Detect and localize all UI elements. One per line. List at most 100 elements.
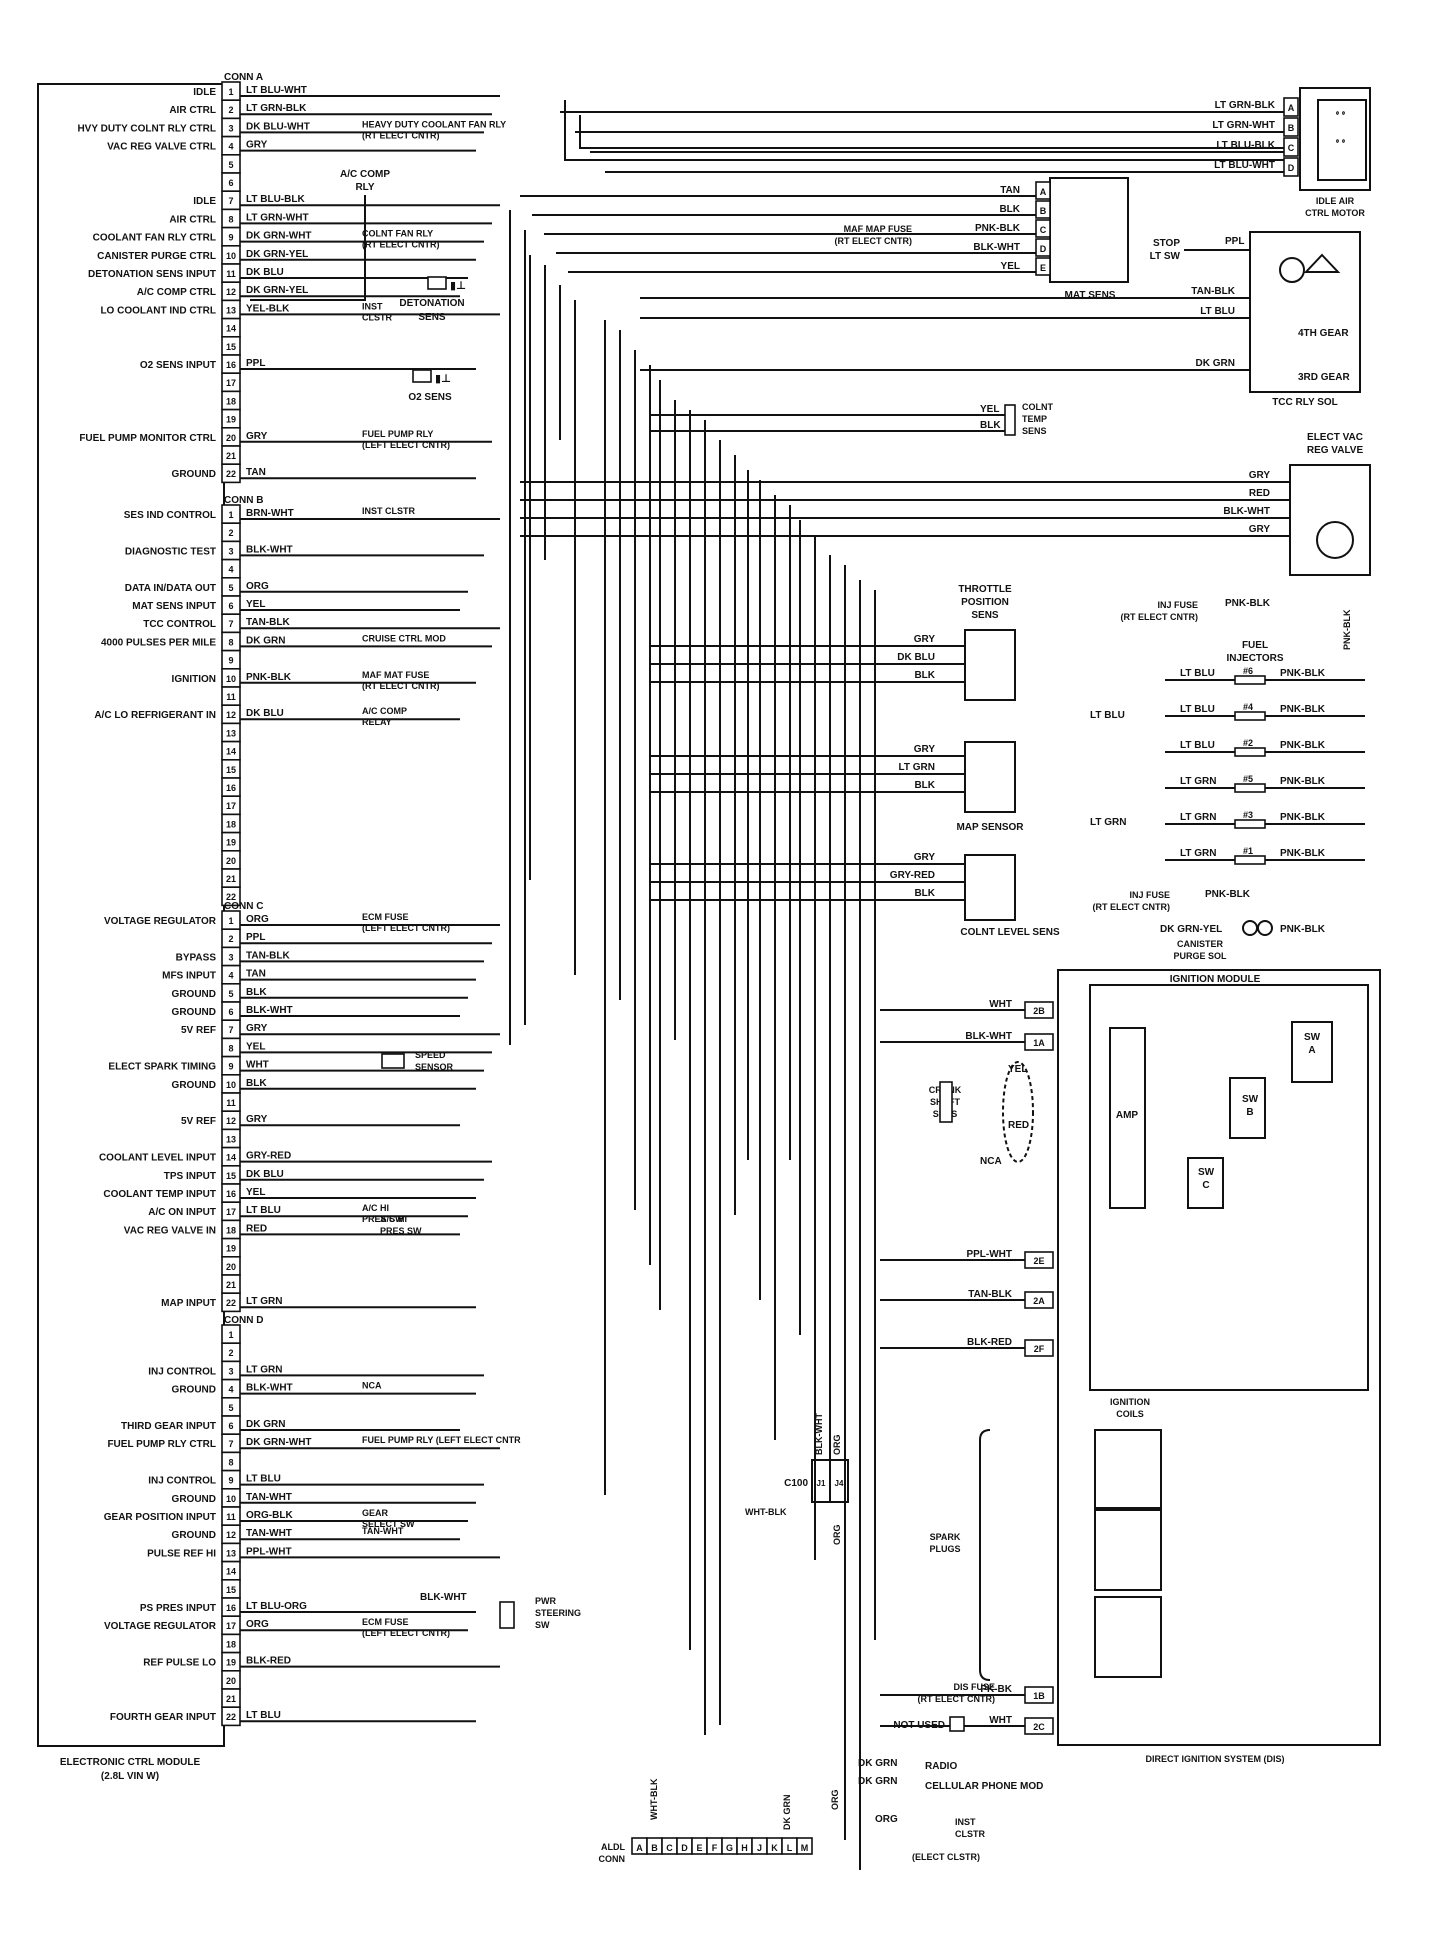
ecm-wire-color: PNK-BLK	[246, 672, 292, 683]
aldl-pin-letter: C	[666, 1843, 673, 1853]
ecm-pin-function: HVY DUTY COLNT RLY CTRL	[77, 123, 216, 134]
svg-text:POSITION: POSITION	[961, 597, 1009, 608]
ecm-wire-color: TAN-WHT	[246, 1492, 292, 1503]
svg-text:LT SW: LT SW	[1150, 251, 1181, 262]
aldl-pin	[796, 1837, 813, 1855]
ecm-wire-color: DK BLU-WHT	[246, 121, 310, 132]
ecm-pin-number: 2	[228, 105, 233, 115]
svg-text:INJ FUSE: INJ FUSE	[1129, 890, 1170, 900]
iac-wire: LT GRN-WHT	[1212, 120, 1275, 131]
o2-sens: ▮⊥ O2 SENS	[408, 369, 452, 403]
ecm-pin-function: TPS INPUT	[164, 1171, 216, 1182]
svg-text:PLUGS: PLUGS	[929, 1544, 960, 1554]
ecm-pin-number: 4	[228, 565, 233, 575]
svg-text:RADIO: RADIO	[925, 1761, 957, 1772]
ecm-pin-number: 14	[226, 1153, 236, 1163]
ecm-pin-function: TCC CONTROL	[143, 619, 216, 630]
svg-text:PRES SW: PRES SW	[380, 1226, 422, 1236]
iac-label2: CTRL MOTOR	[1305, 208, 1365, 218]
ecm-wire-dest: TAN-WHT	[362, 1526, 404, 1536]
ecm-pin-function: O2 SENS INPUT	[140, 360, 216, 371]
ecm-wire-color: TAN-BLK	[246, 617, 290, 628]
svg-text:C100: C100	[784, 1478, 808, 1489]
ecm-wire-color: LT GRN-BLK	[246, 103, 307, 114]
svg-text:COLNT LEVEL SENS: COLNT LEVEL SENS	[960, 927, 1060, 938]
ecm-pin-function: VOLTAGE REGULATOR	[104, 1621, 217, 1632]
aldl-pin-letter: B	[651, 1843, 658, 1853]
svg-text:INJ FUSE: INJ FUSE	[1157, 600, 1198, 610]
mat-wire: YEL	[1001, 261, 1020, 272]
svg-text:ﾟﾟ: ﾟﾟ	[1336, 110, 1348, 125]
svg-text:SW: SW	[535, 1620, 550, 1630]
ecm-wire-color: TAN	[246, 969, 266, 980]
ecm-pin-number: 20	[226, 433, 236, 443]
svg-text:LT BLU: LT BLU	[1090, 710, 1125, 721]
iac-wire: LT BLU-BLK	[1216, 140, 1275, 151]
mat-pin-letter: D	[1040, 244, 1047, 254]
ecm-pin-function: IDLE	[193, 87, 216, 98]
svg-text:3RD GEAR: 3RD GEAR	[1298, 372, 1350, 383]
ecm-wire-color: DK BLU	[246, 708, 284, 719]
svg-text:RED: RED	[1008, 1120, 1029, 1131]
ecm-pin-function: GROUND	[172, 989, 216, 1000]
ecm-wire-color: LT BLU-ORG	[246, 1601, 307, 1612]
ecm-wire-color: BLK-WHT	[246, 1005, 293, 1016]
ecm-wire-color: PPL	[246, 932, 265, 943]
ecm-pin-box	[221, 1706, 241, 1727]
ecm-pin-number: 6	[228, 1421, 233, 1431]
inj-number: #1	[1243, 846, 1253, 856]
ecm-wire-dest: A/C COMP	[362, 706, 407, 716]
ignition-module: IGNITION MODULE AMP SW A SW B SW C 2BWHT…	[880, 969, 1381, 1764]
ecm-wire-color: LT BLU	[246, 1205, 281, 1216]
ecm-wire-dest2: SELECT SW	[362, 1519, 415, 1529]
ecm-pin-number: 1	[228, 510, 233, 520]
ecm-pin-number: 9	[228, 1476, 233, 1486]
detonation-sens: ▮⊥ DETONATION SENS	[399, 276, 466, 323]
ecm-wire-color: RED	[246, 1223, 267, 1234]
ecm-pin-function: GROUND	[172, 469, 216, 480]
ecm-pin-number: 5	[228, 583, 233, 593]
svg-text:INJECTORS: INJECTORS	[1226, 653, 1283, 664]
ecm-pin-number: 3	[228, 1366, 233, 1376]
ecm-pin-number: 4	[228, 142, 233, 152]
ecm-pin-box	[221, 886, 241, 907]
ign-terminal-id: 1A	[1033, 1038, 1045, 1048]
ecm-pin-number: 12	[226, 1116, 236, 1126]
ecm-pin-number: 13	[226, 728, 236, 738]
ecm-pin-number: 17	[226, 801, 236, 811]
svg-text:SW: SW	[1198, 1167, 1215, 1178]
ecm-pin-number: 12	[226, 1530, 236, 1540]
ecm-pin-number: 17	[226, 378, 236, 388]
ecm-pin-number: 15	[226, 1585, 236, 1595]
iac-pin	[1283, 157, 1299, 177]
ecm-wire-dest: FUEL PUMP RLY (LEFT ELECT CNTR	[362, 1435, 521, 1445]
inj-right-wire: PNK-BLK	[1280, 740, 1326, 751]
ecm-pin-function: INJ CONTROL	[148, 1366, 216, 1377]
ecm-wire-color: LT BLU-BLK	[246, 194, 305, 205]
inj-number: #2	[1243, 738, 1253, 748]
ecm-pin-function: 4000 PULSES PER MILE	[101, 637, 216, 648]
ecm-wire-color: GRY	[246, 431, 268, 442]
svg-text:J1: J1	[817, 1479, 826, 1488]
ecm-pin-number: 14	[226, 324, 236, 334]
ecm-pin-function: AIR CTRL	[169, 105, 216, 116]
throttle-wire: DK BLU	[897, 652, 935, 663]
ecm-wire-color: ORG	[246, 914, 269, 925]
ecm-pin-number: 10	[226, 1494, 236, 1504]
ign-terminal-id: 2A	[1033, 1296, 1045, 1306]
ecm-wire-dest: HEAVY DUTY COOLANT FAN RLY	[362, 119, 506, 129]
iac-wire: LT BLU-WHT	[1214, 160, 1275, 171]
ecm-pin-function: COOLANT FAN RLY CTRL	[93, 233, 216, 244]
ecm-conn-label: CONN B	[224, 495, 263, 506]
inj-body	[1234, 675, 1266, 685]
ecm-pin-number: 21	[226, 1280, 236, 1290]
ecm-title: ELECTRONIC CTRL MODULE	[60, 1757, 201, 1768]
mat-pin	[1035, 200, 1051, 219]
aldl-pin-letter: E	[696, 1843, 702, 1853]
ecm-wire-color: TAN-BLK	[246, 950, 290, 961]
ecm-pin-number: 1	[228, 87, 233, 97]
ign-terminal-id: 2C	[1033, 1722, 1045, 1732]
svg-text:A/C HI: A/C HI	[380, 1214, 407, 1224]
